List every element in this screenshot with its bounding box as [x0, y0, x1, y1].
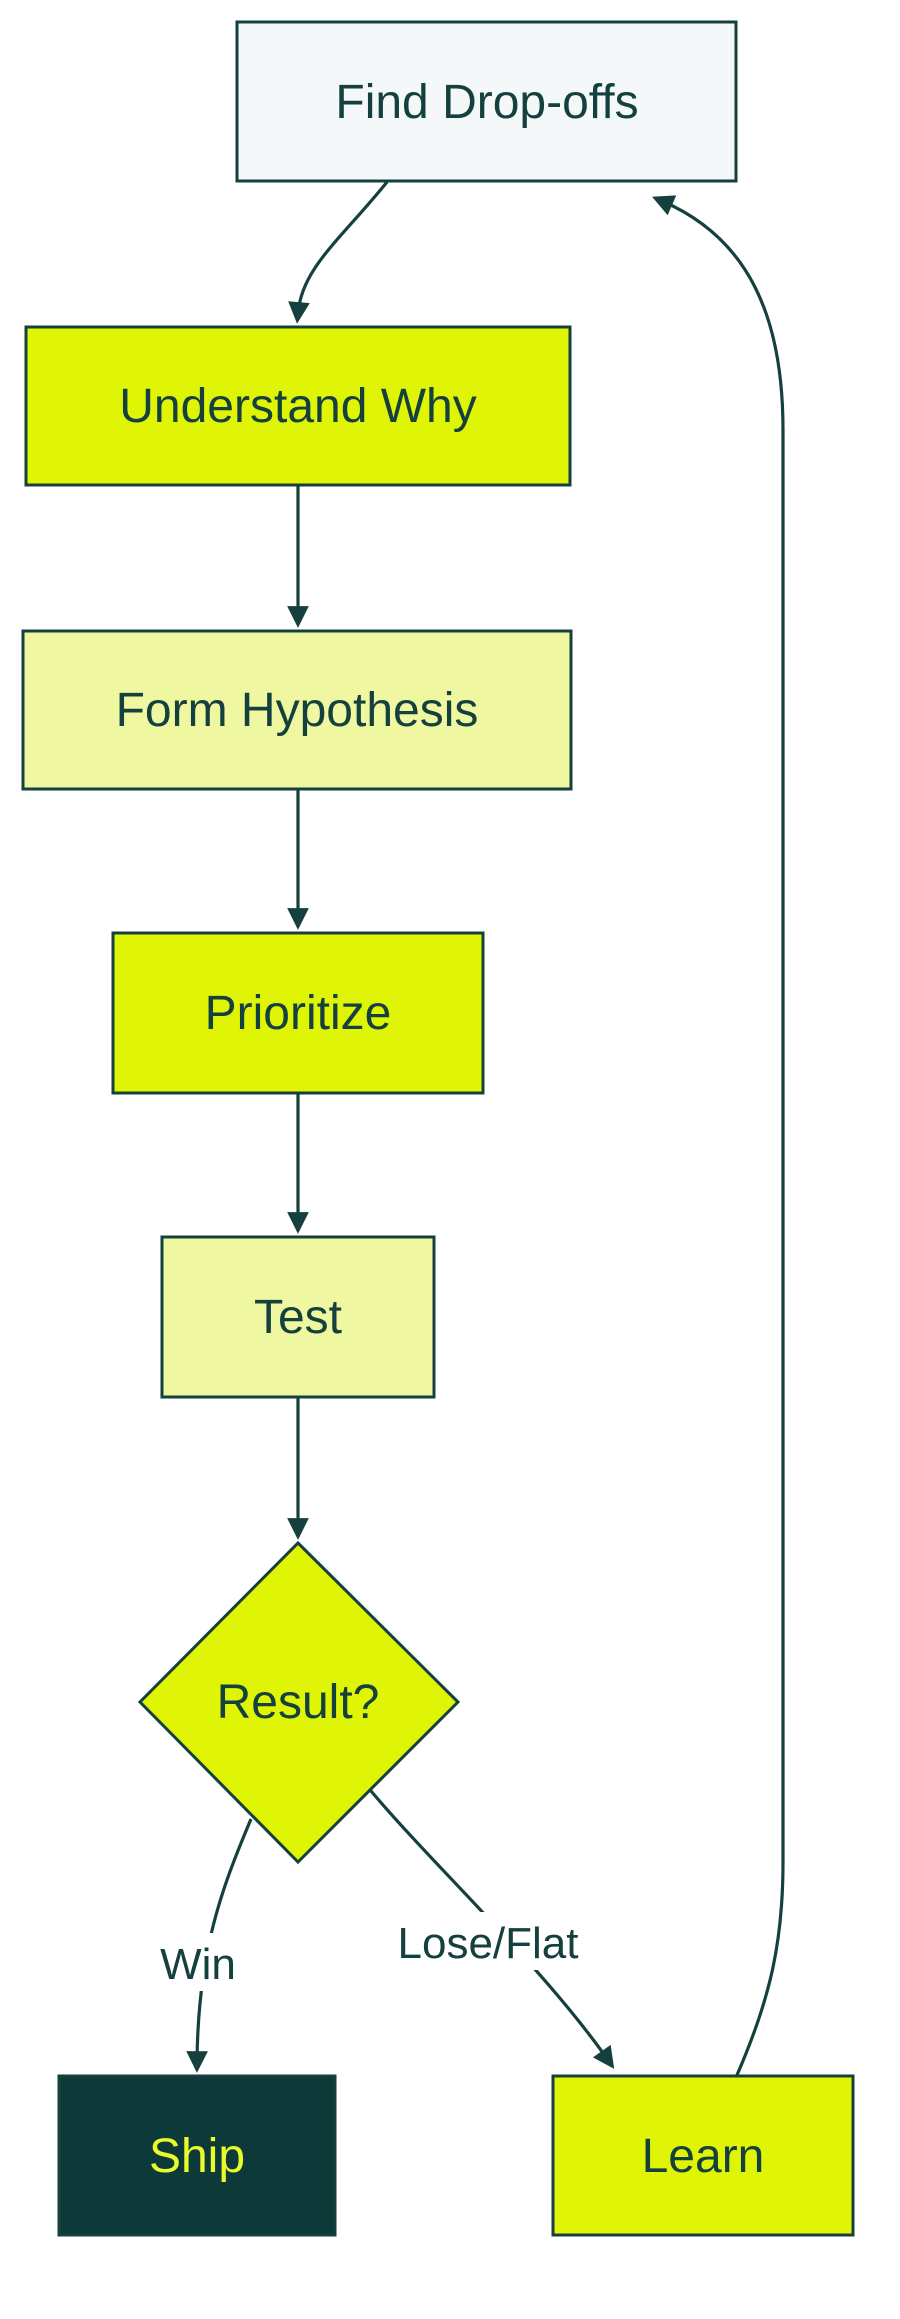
node-understand-why-shape	[24, 325, 572, 487]
edge-find-to-understand	[288, 180, 389, 324]
node-prioritize-shape	[111, 931, 485, 1095]
edge-label-lose-flat: Lose/Flat	[372, 1912, 604, 1970]
edge-label-win-bg	[150, 1933, 246, 1991]
edge-result-to-ship	[186, 1818, 253, 2073]
node-ship-shape	[57, 2074, 337, 2237]
node-learn: Learn	[551, 2074, 855, 2237]
node-form-hypothesis-label: Form Hypothesis	[116, 684, 479, 737]
edge-label-win: Win	[150, 1933, 246, 1991]
node-ship: Ship	[57, 2074, 337, 2237]
node-result-decision: Result?	[137, 1540, 461, 1865]
node-understand-why: Understand Why	[24, 325, 572, 487]
node-result-decision-shape	[137, 1540, 461, 1865]
node-test-shape	[160, 1235, 436, 1399]
node-ship-label: Ship	[149, 2130, 245, 2183]
node-form-hypothesis-shape	[21, 629, 573, 791]
node-understand-why-label: Understand Why	[119, 380, 477, 433]
node-find-dropoffs: Find Drop-offs	[235, 20, 738, 183]
edge-label-lose-flat-bg	[372, 1912, 604, 1970]
edge-label-lose-flat-text: Lose/Flat	[398, 1919, 579, 1968]
edge-learn-to-find	[652, 195, 785, 2076]
node-prioritize: Prioritize	[111, 931, 485, 1095]
node-form-hypothesis: Form Hypothesis	[21, 629, 573, 791]
node-learn-label: Learn	[642, 2130, 765, 2183]
node-find-dropoffs-label: Find Drop-offs	[335, 76, 638, 129]
node-test: Test	[160, 1235, 436, 1399]
node-test-label: Test	[254, 1291, 342, 1344]
node-find-dropoffs-shape	[235, 20, 738, 183]
node-prioritize-label: Prioritize	[205, 987, 392, 1040]
node-result-decision-label: Result?	[217, 1676, 380, 1729]
node-learn-shape	[551, 2074, 855, 2237]
edge-label-win-text: Win	[160, 1940, 236, 1989]
